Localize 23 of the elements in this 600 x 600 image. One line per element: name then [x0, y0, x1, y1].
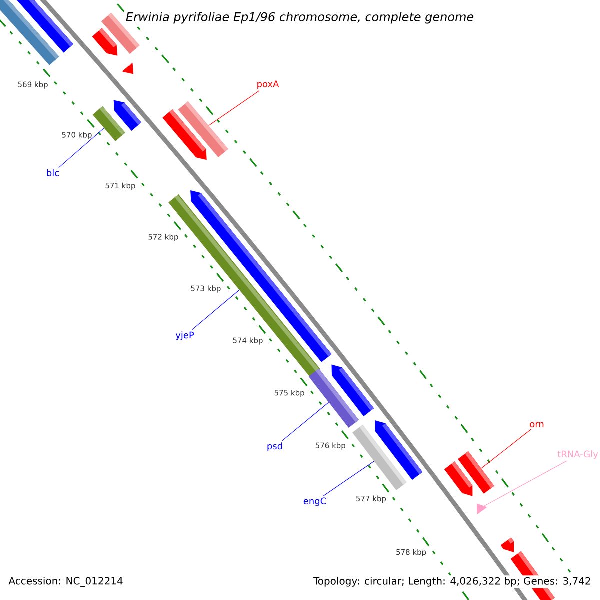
gene-bar [458, 451, 494, 494]
footer-text: Topology: circular; Length: 4,026,322 bp; Genes: 3,742 [312, 576, 593, 588]
leader-line [58, 128, 104, 168]
footer-text: Accession: NC_012214 [7, 576, 125, 588]
leader-line [481, 429, 532, 469]
gene-label: blc [47, 170, 60, 176]
leader-line [282, 402, 330, 442]
leader-line [323, 461, 374, 496]
gene-label: yjeP [176, 332, 194, 340]
gene-bar [308, 368, 360, 428]
gene-bar [178, 102, 228, 158]
trna-marker [476, 504, 488, 515]
gene-label: engC [304, 498, 326, 506]
gene-label: psd [268, 442, 282, 452]
gene-label: tRNA-Gly [558, 450, 598, 460]
gene-label: poxA [258, 80, 280, 90]
leader-line [192, 290, 240, 330]
leader-line [208, 90, 260, 126]
title: Erwinia pyrifoliae Ep1/96 chromosome, complete genome [124, 10, 476, 26]
gene-bar [352, 424, 407, 490]
gene-label: orn [530, 422, 544, 428]
leader-line [484, 460, 568, 506]
gene-bar [92, 106, 126, 142]
